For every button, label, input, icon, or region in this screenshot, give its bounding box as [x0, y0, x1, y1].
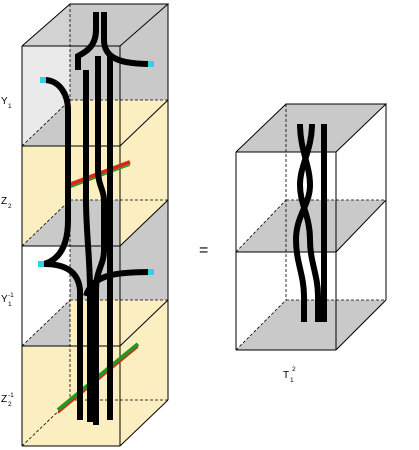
right-bottom-floor — [236, 300, 386, 350]
y1inv-label: Y 1 -1 — [1, 292, 14, 308]
endpoint-left-lower — [38, 261, 44, 267]
z2-side — [120, 100, 168, 246]
z2inv-front-face — [22, 346, 120, 446]
endpoints — [38, 61, 154, 275]
right-strands — [292, 123, 327, 322]
right-stack — [235, 103, 388, 351]
y1inv-label-main: Y — [1, 294, 8, 305]
z2-label-main: Z — [1, 196, 7, 207]
z2-label-sub: 2 — [8, 203, 12, 210]
t1-label-sup: 2 — [292, 366, 296, 373]
y1-label-sub: 1 — [8, 103, 12, 110]
t1-label-sub: 1 — [290, 377, 294, 384]
left-stack — [21, 3, 170, 447]
y1-side-gray — [22, 4, 70, 146]
right-stack-edges — [235, 103, 388, 351]
z2inv-label-sup: -1 — [8, 392, 14, 399]
strand-lower-hook — [43, 261, 83, 420]
y1inv-label-sup: -1 — [8, 292, 14, 299]
y1inv-label-sub: 1 — [8, 301, 12, 308]
strand-top-hook-b — [101, 12, 151, 67]
z2inv-label-sub: 2 — [8, 401, 12, 408]
left-strands — [42, 12, 151, 425]
t1-label-main: T — [283, 370, 289, 381]
equals-sign: = — [199, 242, 208, 259]
endpoint-left-upper — [40, 77, 46, 83]
z2inv-label-main: Z — [1, 394, 7, 405]
strand-top-hook-a — [75, 12, 99, 70]
t1-label: T 1 2 — [283, 366, 296, 384]
endpoint-top-right — [148, 61, 154, 67]
strand-left-arc — [42, 77, 71, 267]
z2inv-side — [120, 300, 168, 446]
endpoint-right-lower — [148, 269, 154, 275]
strand-lower-arc — [83, 269, 151, 298]
y1-label-main: Y — [1, 96, 8, 107]
y1-label: Y 1 — [1, 96, 12, 110]
z2-label: Z 2 — [1, 196, 12, 210]
right-strand-2 — [296, 123, 321, 322]
z2inv-label: Z 2 -1 — [1, 392, 14, 408]
